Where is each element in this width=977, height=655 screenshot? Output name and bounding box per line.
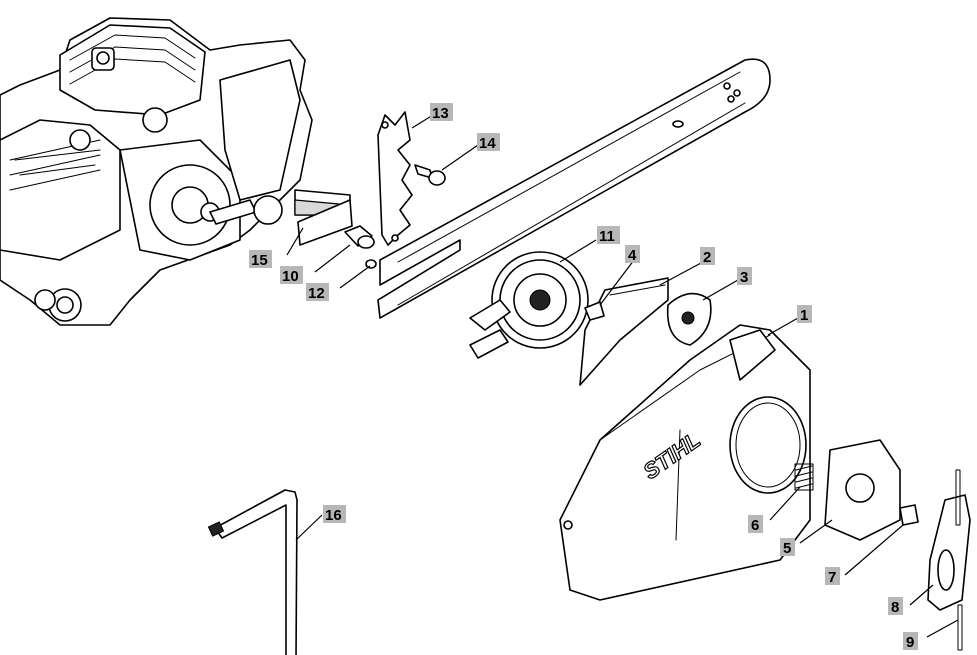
callout-4-label: 4 — [628, 247, 637, 264]
callout-1: 1 — [797, 305, 812, 324]
callout-5-label: 5 — [783, 540, 791, 557]
spring-6 — [794, 463, 814, 491]
screw-14 — [414, 164, 446, 186]
callout-13-label: 13 — [432, 105, 449, 122]
callout-8-label: 8 — [891, 599, 899, 616]
callout-13: 13 — [430, 103, 453, 122]
callout-9-label: 9 — [906, 634, 914, 651]
callout-15-label: 15 — [251, 252, 268, 269]
callout-1-label: 1 — [800, 307, 808, 324]
callout-7: 7 — [825, 567, 840, 586]
leader-lines — [286, 114, 959, 638]
callout-5: 5 — [780, 538, 795, 557]
callout-7-label: 7 — [828, 569, 836, 586]
tension-lever — [927, 469, 971, 651]
sprocket-cover: STIHL — [559, 324, 811, 601]
callout-8: 8 — [888, 597, 903, 616]
collar-nut — [666, 292, 712, 346]
callout-10: 10 — [280, 266, 303, 285]
deflector-plate — [579, 277, 669, 386]
callout-10-label: 10 — [282, 268, 299, 285]
callout-11-label: 11 — [599, 228, 615, 245]
tensioner-gear — [469, 251, 589, 359]
callout-12: 12 — [306, 283, 329, 302]
callout-12-label: 12 — [308, 285, 325, 302]
callout-14-label: 14 — [479, 135, 496, 152]
callout-4: 4 — [625, 245, 640, 264]
callout-3: 3 — [737, 267, 752, 286]
callout-11: 11 — [597, 226, 620, 245]
guide-bar — [377, 58, 771, 319]
chain-catcher-plate — [377, 111, 413, 246]
callout-16-label: 16 — [325, 507, 342, 524]
callout-2: 2 — [700, 247, 715, 266]
callout-6: 6 — [748, 515, 763, 534]
callout-6-label: 6 — [751, 517, 759, 534]
hex-key-tool — [207, 489, 298, 655]
tensioner-slide — [824, 439, 901, 541]
callout-14: 14 — [477, 133, 500, 152]
slide-block — [899, 504, 919, 526]
callout-9: 9 — [903, 632, 918, 651]
callout-2-label: 2 — [703, 249, 711, 266]
nut-and-stud — [297, 199, 377, 269]
callout-15: 15 — [249, 250, 272, 269]
callout-16: 16 — [323, 505, 346, 524]
callout-3-label: 3 — [740, 269, 748, 286]
